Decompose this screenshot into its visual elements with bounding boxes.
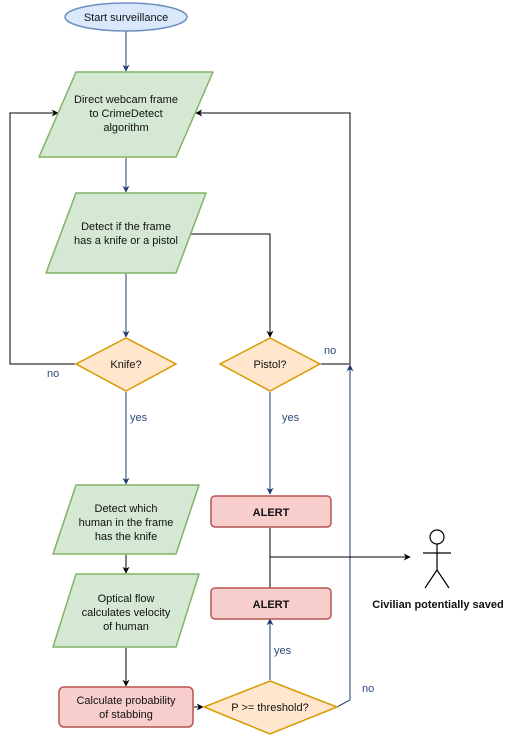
stick-figure-icon (423, 529, 451, 589)
threshold-yes-label: yes (274, 645, 292, 657)
calc-prob-line-1: Calculate probability (76, 695, 176, 707)
edge-threshold-no (336, 364, 354, 708)
pistol-no-label: no (324, 345, 336, 357)
edge-pistol-no (195, 109, 351, 365)
edge-knife-no-loop (9, 109, 76, 365)
knife-label: Knife? (110, 359, 141, 371)
threshold-label: P >= threshold? (231, 702, 308, 714)
detect-weapon-line-2: has a knife or a pistol (74, 235, 178, 247)
detect-weapon-node[interactable]: Detect if the frame has a knife or a pis… (45, 192, 207, 274)
edges (9, 31, 411, 711)
civilian-label: Civilian potentially saved (372, 599, 503, 611)
edge-detect-to-pistol (186, 233, 274, 338)
threshold-decision[interactable]: P >= threshold? (201, 680, 340, 735)
direct-frame-line-3: algorithm (103, 122, 148, 134)
detect-human-line-1: Detect which (95, 503, 158, 515)
alert-top-node[interactable]: ALERT (210, 495, 332, 528)
pistol-decision[interactable]: Pistol? (218, 337, 322, 392)
edge-labels: no yes no yes yes no (47, 345, 374, 695)
optical-flow-line-3: of human (103, 621, 149, 633)
detect-human-node[interactable]: Detect which human in the frame has the … (52, 484, 200, 555)
detect-human-line-3: has the knife (95, 531, 157, 543)
detect-weapon-line-1: Detect if the frame (81, 221, 171, 233)
knife-no-label: no (47, 368, 59, 380)
calc-prob-line-2: of stabbing (99, 709, 153, 721)
knife-yes-label: yes (130, 412, 148, 424)
optical-flow-node[interactable]: Optical flow calculates velocity of huma… (52, 573, 200, 648)
detect-human-line-2: human in the frame (79, 517, 174, 529)
start-node[interactable]: Start surveillance (64, 2, 188, 32)
knife-decision[interactable]: Knife? (74, 337, 178, 392)
pistol-yes-label: yes (282, 412, 300, 424)
start-label: Start surveillance (84, 12, 168, 24)
direct-frame-node[interactable]: Direct webcam frame to CrimeDetect algor… (38, 71, 214, 158)
civilian-actor[interactable]: Civilian potentially saved (372, 529, 504, 611)
alert-top-label: ALERT (253, 507, 290, 519)
alert-bottom-label: ALERT (253, 599, 290, 611)
direct-frame-line-2: to CrimeDetect (89, 108, 162, 120)
optical-flow-line-2: calculates velocity (82, 607, 171, 619)
direct-frame-line-1: Direct webcam frame (74, 94, 178, 106)
threshold-no-label: no (362, 683, 374, 695)
pistol-label: Pistol? (253, 359, 286, 371)
calc-prob-node[interactable]: Calculate probability of stabbing (58, 686, 194, 728)
alert-bottom-node[interactable]: ALERT (210, 587, 332, 620)
optical-flow-line-1: Optical flow (98, 593, 155, 605)
